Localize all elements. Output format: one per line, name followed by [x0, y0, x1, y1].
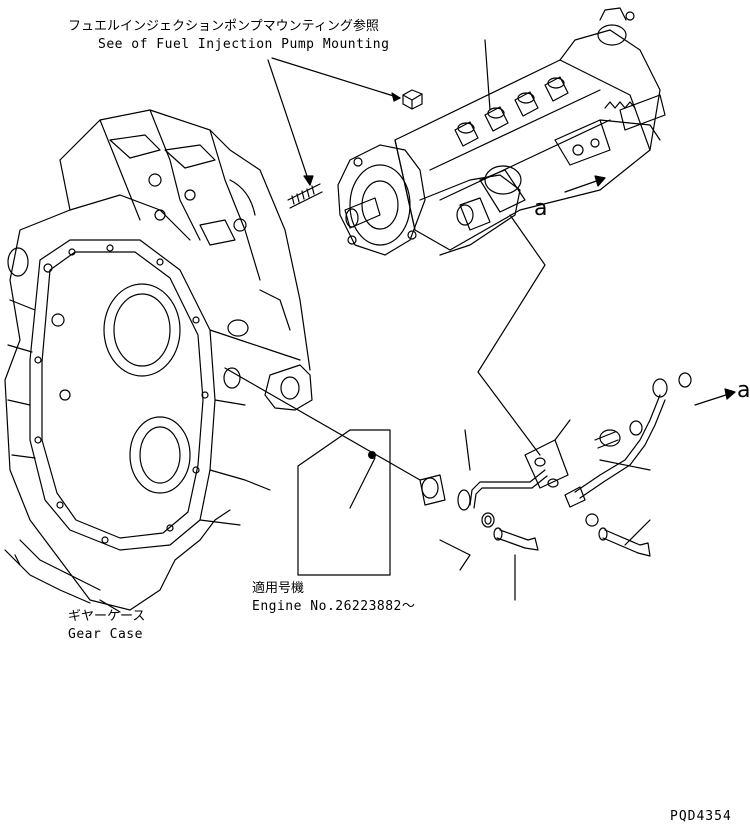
pump-reference-label-en: See of Fuel Injection Pump Mounting: [98, 37, 390, 52]
applicable-machine-label: 適用号機: [252, 581, 305, 596]
pump-reference-label-jp: フュエルインジェクションポンプマウンティング参照: [68, 19, 379, 34]
callout-leaders: [99, 39, 651, 613]
fuel-line-drawing: [224, 175, 736, 557]
marker-a-upper: a: [534, 196, 548, 221]
drawing-code: PQD4354: [670, 809, 732, 824]
marker-a-lower: a: [737, 378, 750, 403]
gear-case-label-en: Gear Case: [68, 627, 143, 642]
fuel-injection-pump-drawing: [287, 7, 666, 256]
engine-number-label: Engine No.26223882～: [252, 599, 416, 614]
gear-case-drawing: [4, 109, 311, 611]
gear-case-label-jp: ギヤーケース: [68, 609, 146, 624]
